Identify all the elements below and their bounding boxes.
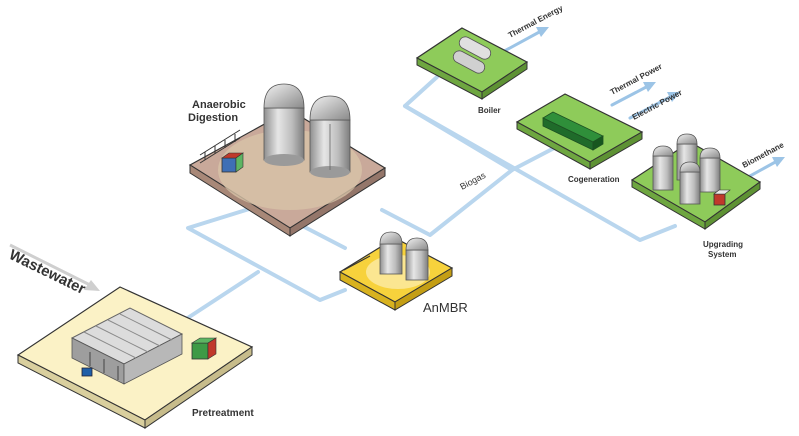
biomethane-label: Biomethane (741, 140, 786, 170)
control-box-icon (191, 342, 209, 360)
upgrading-system-platform (630, 133, 762, 230)
biogas-label: Biogas (458, 170, 487, 192)
pretreatment-label: Pretreatment (192, 408, 254, 419)
thermal-energy-arrow-head (536, 27, 549, 37)
upgrading-tank-1 (652, 145, 674, 191)
electric-power-arrow-shaft (628, 93, 676, 120)
output-arrows (495, 27, 785, 178)
generator-unit (542, 111, 604, 151)
biomethane-arrow-shaft (748, 158, 781, 178)
pipe-biogas-to-cogeneration (510, 143, 562, 172)
control-box-icon (713, 193, 726, 206)
electric-power-arrow-head (667, 92, 680, 102)
pipe-pretreatment-to-network (178, 270, 260, 325)
pump-icon (81, 367, 93, 377)
wastewater-arrow (9, 243, 100, 291)
thermal-power-arrow-head (643, 82, 656, 92)
upgrading-system-label-line1: Upgrading (703, 240, 743, 249)
anaerobic-digestion-platform (188, 83, 387, 237)
cogeneration-platform (515, 93, 644, 170)
pipe-digestion-to-anmbr (186, 203, 347, 302)
anmbr-tank-right (405, 237, 429, 281)
pretreatment-platform (16, 286, 254, 429)
pipe-anmbr-to-biogas (380, 168, 514, 237)
cogeneration-label: Cogeneration (568, 175, 620, 184)
boiler-unit (452, 36, 492, 74)
anmbr-platform (338, 231, 454, 311)
digester-tank-right (309, 95, 351, 178)
digester-tank-left (263, 83, 305, 166)
anaerobic-digestion-label-line2: Digestion (188, 112, 238, 124)
biomethane-arrow-head (772, 157, 785, 167)
upgrading-tank-3 (699, 147, 721, 193)
anmbr-label: AnMBR (423, 300, 468, 315)
boiler-label: Boiler (478, 106, 501, 115)
electric-power-label: Electric Power (631, 88, 684, 122)
anmbr-tank-left (379, 231, 403, 275)
boiler-platform (415, 27, 529, 100)
thermal-power-arrow-shaft (610, 83, 652, 107)
control-box-icon (221, 157, 237, 173)
anaerobic-digestion-label-line1: Anaerobic (192, 99, 246, 111)
upgrading-system-label-line2: System (708, 250, 736, 259)
upgrading-tank-4 (679, 161, 701, 205)
pipe-to-upgrading (403, 104, 677, 242)
wastewater-label: Wastewater (6, 246, 88, 298)
